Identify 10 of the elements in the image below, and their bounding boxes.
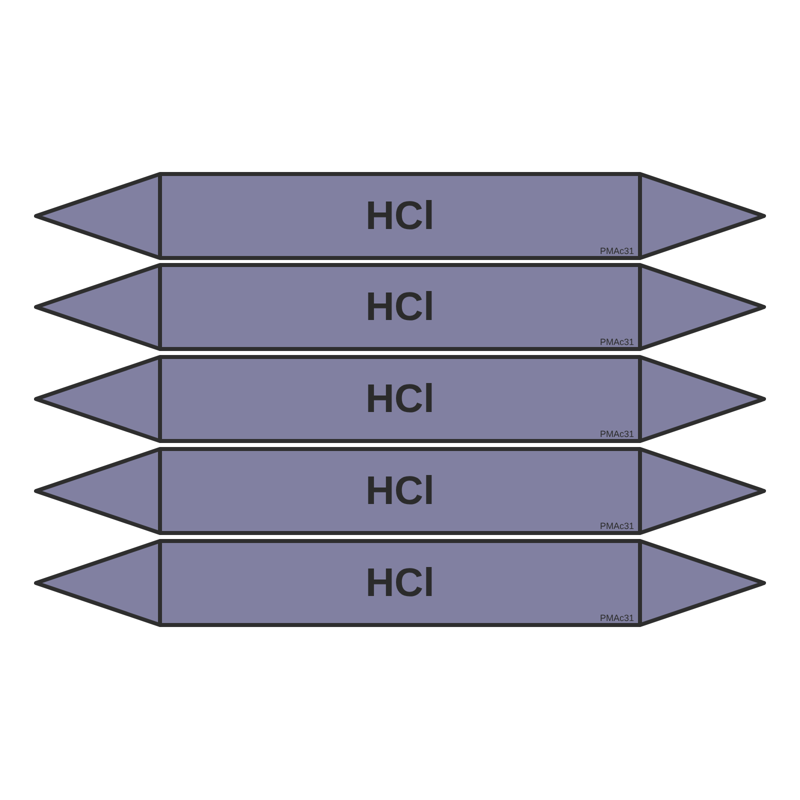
product-code: PMAc31 xyxy=(600,613,634,623)
product-code: PMAc31 xyxy=(600,521,634,531)
substance-name: HCl xyxy=(364,469,436,513)
substance-name: HCl xyxy=(364,194,436,238)
substance-name: HCl xyxy=(364,377,436,421)
substance-name: HCl xyxy=(364,285,436,329)
product-code: PMAc31 xyxy=(600,429,634,439)
product-code: PMAc31 xyxy=(600,246,634,256)
substance-name: HCl xyxy=(364,561,436,605)
product-code: PMAc31 xyxy=(600,337,634,347)
